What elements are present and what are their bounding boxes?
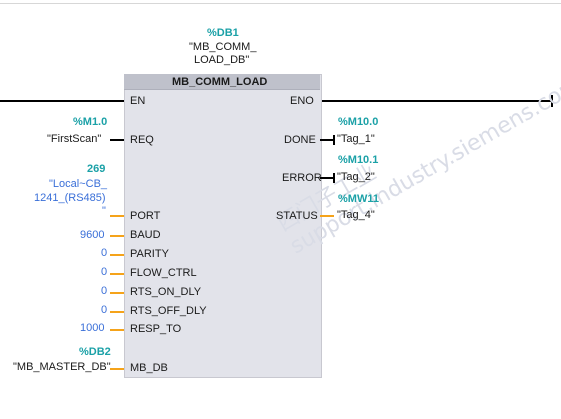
done-coil-tick [333, 135, 335, 145]
power-flow-in [0, 100, 124, 102]
baud-wire [110, 235, 124, 237]
req-address[interactable]: %M1.0 [73, 116, 108, 128]
parity-wire [110, 254, 124, 256]
req-tag[interactable]: "FirstScan" [47, 133, 102, 145]
pin-status: STATUS [276, 210, 318, 222]
rts-on-dly-value[interactable]: 0 [101, 285, 108, 297]
function-block-title: MB_COMM_LOAD [172, 76, 268, 88]
port-tag-cont: 1241_(RS485) [34, 192, 106, 204]
port-tag[interactable]: "Local~CB_ [49, 178, 108, 190]
mb-db-address[interactable]: %DB2 [79, 346, 111, 358]
power-rail-top [0, 3, 561, 4]
pin-error: ERROR [282, 172, 322, 184]
error-coil-tick [333, 173, 335, 183]
pin-req: REQ [130, 134, 154, 146]
error-address[interactable]: %M10.1 [338, 154, 379, 166]
pin-rts-on-dly: RTS_ON_DLY [130, 286, 202, 298]
status-tag[interactable]: "Tag_4" [337, 209, 375, 221]
power-flow-out [320, 100, 552, 102]
pin-port: PORT [130, 210, 161, 222]
pin-mb-db: MB_DB [130, 362, 168, 374]
pin-en: EN [130, 95, 146, 107]
port-value[interactable]: 269 [87, 163, 106, 175]
pin-flow-ctrl: FLOW_CTRL [130, 267, 197, 279]
req-wire [110, 139, 124, 141]
status-wire [320, 215, 334, 217]
rts-off-dly-value[interactable]: 0 [101, 304, 108, 316]
done-tag[interactable]: "Tag_1" [337, 133, 375, 145]
flow-ctrl-value[interactable]: 0 [101, 266, 108, 278]
error-tag[interactable]: "Tag_2" [337, 171, 375, 183]
port-tag-end: " [102, 205, 106, 217]
flow-ctrl-wire [110, 273, 124, 275]
rts-off-dly-wire [110, 311, 124, 313]
done-wire [320, 139, 334, 141]
function-block[interactable] [124, 74, 322, 378]
pin-baud: BAUD [130, 229, 161, 241]
error-wire [320, 177, 334, 179]
pin-parity: PARITY [130, 248, 169, 260]
mb-db-tag[interactable]: "MB_MASTER_DB" [13, 361, 111, 373]
rts-on-dly-wire [110, 292, 124, 294]
pin-done: DONE [284, 134, 316, 146]
parity-value[interactable]: 0 [101, 247, 108, 259]
function-block-header[interactable] [124, 74, 320, 90]
baud-value[interactable]: 9600 [80, 229, 105, 241]
instance-db-name-cont: LOAD_DB" [194, 54, 250, 66]
pin-rts-off-dly: RTS_OFF_DLY [130, 305, 207, 317]
port-wire [110, 215, 124, 217]
pin-eno: ENO [290, 95, 314, 107]
pin-resp-to: RESP_TO [130, 323, 182, 335]
resp-to-wire [110, 329, 124, 331]
instance-db-address[interactable]: %DB1 [207, 27, 239, 39]
rung-end-marker [551, 95, 553, 107]
instance-db-name[interactable]: "MB_COMM_ [189, 41, 257, 53]
status-address[interactable]: %MW11 [338, 193, 379, 205]
resp-to-value[interactable]: 1000 [80, 322, 105, 334]
done-address[interactable]: %M10.0 [338, 116, 379, 128]
mb-db-wire [110, 368, 124, 370]
